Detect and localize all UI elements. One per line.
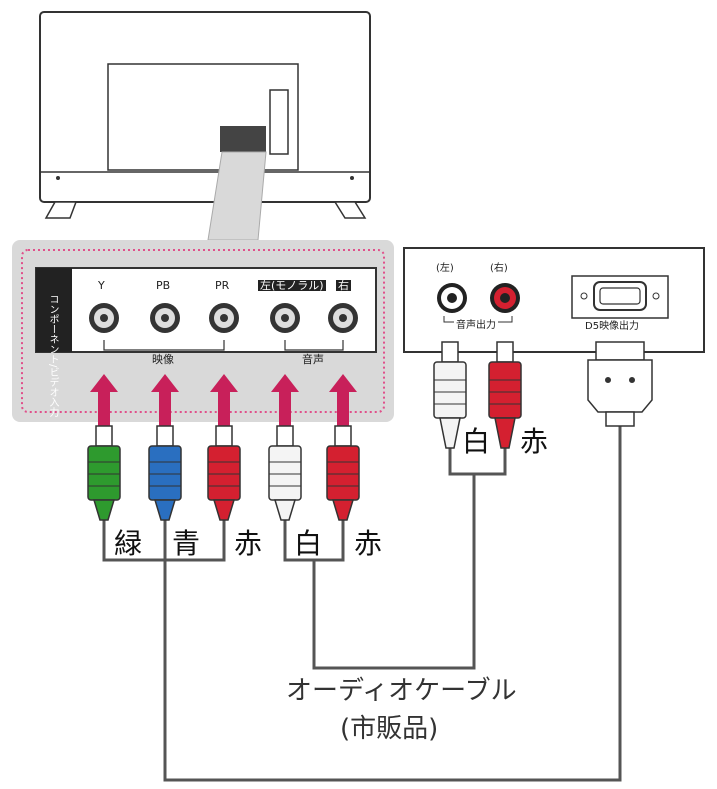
audio-out-jack-right [490,283,520,313]
jack-pr [209,303,239,333]
video-bracket [103,340,225,351]
d5-plug [587,341,653,427]
audio-out-jack-left [437,283,467,313]
plug-red-video [207,425,241,521]
tv-jacks [89,303,358,333]
arrow-icon [329,374,357,426]
port-label-audio-right: 右 [336,279,351,292]
right-channel-label: (右) [490,263,508,274]
cable-name: オーディオケーブル [286,676,517,706]
panel-title: コンポーネント/ビデオ入力 [47,294,58,418]
plug-color-label-blue: 青 [170,527,203,560]
arrow-icon [210,374,238,426]
plug-red-source [488,341,522,449]
arrow-icon [151,374,179,426]
plug-color-label-red-source: 赤 [518,425,551,458]
plug-color-label-white-source: 白 [460,425,493,458]
cables [102,426,622,782]
tv-back [39,11,371,219]
audio-out-label: 音声出力 [454,320,498,331]
arrow-icon [271,374,299,426]
plug-color-label-white-audio: 白 [292,527,325,560]
plug-white-audio [268,425,302,521]
tv-plugs [87,425,360,521]
d5-connector-icon [580,281,660,311]
plug-blue [148,425,182,521]
source-device [403,247,705,353]
plug-color-label-red-audio: 赤 [352,527,385,560]
jack-y [89,303,119,333]
plug-color-label-green: 緑 [112,527,145,560]
port-label-pr: PR [215,279,230,292]
jack-pb [150,303,180,333]
plug-red-audio [326,425,360,521]
video-group-label: 映像 [152,353,174,366]
jack-audio-left [270,303,300,333]
audio-group-label: 音声 [302,353,324,366]
plug-green [87,425,121,521]
left-channel-label: (左) [436,263,454,274]
plug-white-source [433,341,467,449]
arrow-icon [90,374,118,426]
port-label-pb: PB [156,279,171,292]
audio-bracket [284,340,344,351]
plug-color-label-red-video: 赤 [232,527,265,560]
d5-out-label: D5映像出力 [585,321,640,332]
jack-audio-right [328,303,358,333]
port-label-audio-left: 左(モノラル) [258,279,326,292]
cable-note: (市販品) [340,714,439,744]
source-plugs [433,341,653,449]
arrows [90,374,357,426]
port-label-y: Y [98,279,105,292]
